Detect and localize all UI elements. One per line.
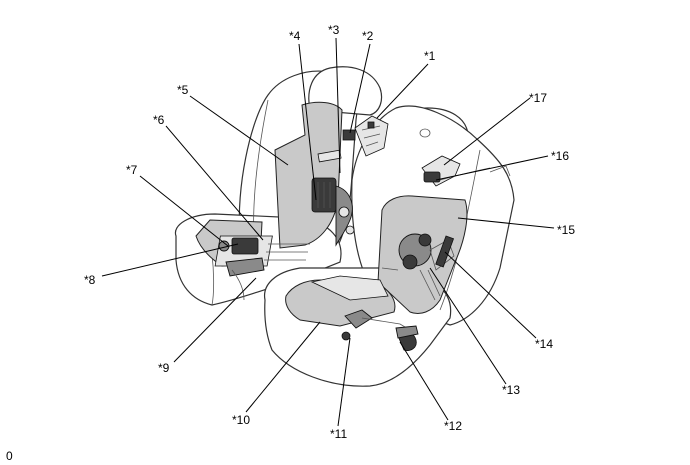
right-cushion-front-pad: [310, 275, 389, 301]
right-seatback-heater-element: [381, 233, 455, 301]
callout-7: *7: [126, 163, 138, 177]
callout-8: *8: [84, 273, 96, 287]
callout-13: *13: [502, 383, 520, 397]
callout-15: *15: [557, 223, 575, 237]
left-seatback-connector: [342, 129, 356, 141]
corner-mark: 0: [6, 449, 13, 463]
callout-12: *12: [444, 419, 462, 433]
headrest-heater-panel: [354, 115, 389, 157]
callout-5: *5: [177, 83, 189, 97]
callout-16: *16: [551, 149, 569, 163]
callout-17: *17: [529, 91, 547, 105]
left-cushion-wiring: [225, 257, 265, 301]
callout-4: *4: [289, 29, 301, 43]
callout-6: *6: [153, 113, 165, 127]
callout-10: *10: [232, 413, 250, 427]
callout-11: *11: [330, 427, 347, 441]
callout-2: *2: [362, 29, 374, 43]
leader-lines: [101, 37, 555, 427]
callout-9: *9: [158, 361, 170, 375]
callout-1: *1: [424, 49, 436, 63]
left-heater-label: [317, 149, 342, 163]
callout-14: *14: [535, 337, 553, 351]
left-seatback-heater-element: [311, 129, 356, 247]
callout-labels: *1 *2 *3 *4 *5 *6 *7 *8 *9 *10 *11 *12 *…: [84, 23, 575, 441]
callout-3: *3: [328, 23, 340, 37]
